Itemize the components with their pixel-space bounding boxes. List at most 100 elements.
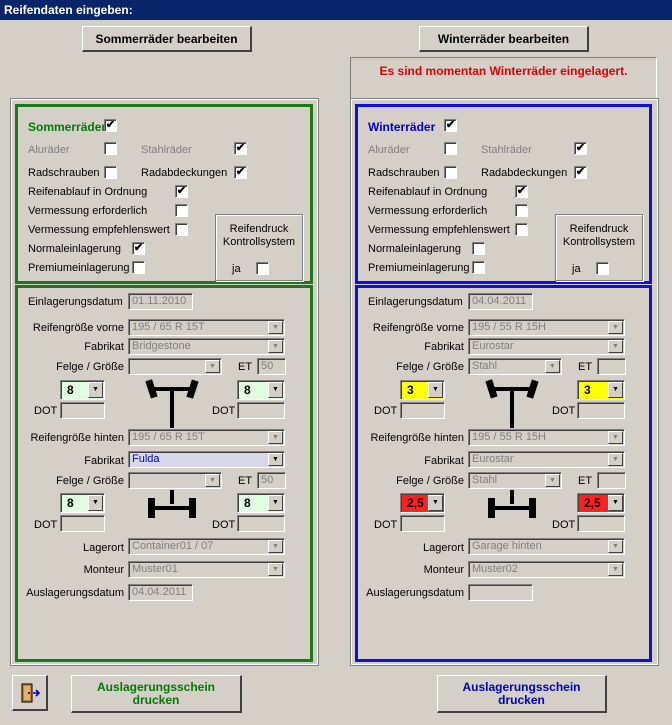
winter-groesse-vorne-select[interactable]: 195 / 55 R 15H▼ (468, 319, 625, 336)
summer-print-button[interactable]: Auslagerungsschein drucken (71, 675, 242, 713)
chevron-down-icon[interactable]: ▼ (268, 431, 283, 444)
summer-vermessung-erf-checkbox[interactable] (175, 204, 188, 217)
winter-radschrauben-checkbox[interactable] (444, 166, 457, 179)
summer-dot-rr-field[interactable] (237, 515, 285, 532)
chevron-down-icon[interactable]: ▼ (608, 340, 623, 353)
winter-dot-rr-field[interactable] (577, 515, 625, 532)
winter-alu-checkbox[interactable] (444, 142, 457, 155)
winter-normal-checkbox[interactable] (472, 242, 485, 255)
chevron-down-icon[interactable]: ▼ (608, 321, 623, 334)
winter-ablauf-checkbox[interactable]: ✔ (515, 185, 528, 198)
summer-tire-fr[interactable]: 8▼ (237, 380, 285, 400)
winter-dot-fl-field[interactable] (400, 402, 445, 419)
summer-groesse-vorne-select[interactable]: 195 / 65 R 15T▼ (128, 319, 285, 336)
winter-et-hinten-field[interactable] (597, 472, 626, 489)
summer-dot-fl-field[interactable] (60, 402, 105, 419)
summer-felge-hinten-select[interactable]: ▼ (128, 472, 222, 489)
chevron-down-icon[interactable]: ▼ (608, 382, 623, 398)
winter-premium-checkbox[interactable] (472, 261, 485, 274)
summer-fabrikat-hinten-select[interactable]: Fulda▼ (128, 451, 285, 468)
summer-dot-fr-field[interactable] (237, 402, 285, 419)
winter-felge-vorne-select[interactable]: Stahl▼ (468, 358, 562, 375)
winter-fabrikat-hinten-select[interactable]: Eurostar▼ (468, 451, 625, 468)
summer-rdks-checkbox[interactable] (256, 262, 269, 275)
chevron-down-icon[interactable]: ▼ (268, 321, 283, 334)
chevron-down-icon[interactable]: ▼ (268, 340, 283, 353)
winter-dot-rl-field[interactable] (400, 515, 445, 532)
chevron-down-icon[interactable]: ▼ (268, 453, 283, 466)
summer-monteur-select[interactable]: Muster01▼ (128, 561, 285, 578)
winter-tire-fl[interactable]: 3▼ (400, 380, 445, 400)
winter-dot-fr-field[interactable] (577, 402, 625, 419)
winter-monteur-select[interactable]: Muster02▼ (468, 561, 625, 578)
summer-normal-checkbox[interactable]: ✔ (132, 242, 145, 255)
summer-radschrauben-label: Radschrauben (28, 167, 100, 179)
summer-radschrauben-checkbox[interactable] (104, 166, 117, 179)
summer-vermessung-emp-label: Vermessung empfehlenswert (28, 224, 170, 236)
winter-auslagerung-field[interactable] (468, 584, 533, 601)
summer-et-hinten-field[interactable]: 50 (257, 472, 286, 489)
winter-radabdeckungen-checkbox[interactable]: ✔ (574, 166, 587, 179)
summer-fabrikat-vorne-select[interactable]: Bridgestone▼ (128, 338, 285, 355)
winter-edit-button[interactable]: Winterräder bearbeiten (419, 26, 589, 52)
winter-vermessung-emp-checkbox[interactable] (515, 223, 528, 236)
winter-tire-rr[interactable]: 2,5▼ (577, 493, 625, 513)
summer-header-checkbox[interactable]: ✔ (104, 119, 117, 132)
summer-radabdeckungen-checkbox[interactable]: ✔ (234, 166, 247, 179)
chevron-down-icon[interactable]: ▼ (205, 360, 220, 373)
chevron-down-icon[interactable]: ▼ (88, 382, 103, 398)
chevron-down-icon[interactable]: ▼ (268, 563, 283, 576)
chevron-down-icon[interactable]: ▼ (545, 474, 560, 487)
summer-felge-vorne-select[interactable]: ▼ (128, 358, 222, 375)
axle-icon (148, 490, 196, 518)
winter-vermessung-erf-checkbox[interactable] (515, 204, 528, 217)
winter-einlagerung-field[interactable]: 04.04.2011 (468, 293, 533, 310)
chevron-down-icon[interactable]: ▼ (608, 453, 623, 466)
summer-alu-checkbox[interactable] (104, 142, 117, 155)
chevron-down-icon[interactable]: ▼ (205, 474, 220, 487)
summer-edit-button[interactable]: Sommerräder bearbeiten (82, 26, 252, 52)
winter-fabrikat-vorne-select[interactable]: Eurostar▼ (468, 338, 625, 355)
summer-premium-checkbox[interactable] (132, 261, 145, 274)
winter-et-vorne-field[interactable] (597, 358, 626, 375)
chevron-down-icon[interactable]: ▼ (268, 495, 283, 511)
winter-rdks-checkbox[interactable] (596, 262, 609, 275)
winter-felge-hinten-label: Felge / Größe (396, 475, 464, 487)
chevron-down-icon[interactable]: ▼ (545, 360, 560, 373)
winter-header-checkbox[interactable]: ✔ (444, 119, 457, 132)
summer-et-vorne-field[interactable]: 50 (257, 358, 286, 375)
chevron-down-icon[interactable]: ▼ (428, 495, 443, 511)
summer-tire-rr[interactable]: 8▼ (237, 493, 285, 513)
summer-auslagerung-field[interactable]: 04.04.2011 (128, 584, 193, 601)
winter-print-button[interactable]: Auslagerungsschein drucken (437, 675, 607, 713)
summer-einlagerung-field[interactable]: 01.11.2010 (128, 293, 193, 310)
chevron-down-icon[interactable]: ▼ (268, 382, 283, 398)
winter-tire-fr[interactable]: 3▼ (577, 380, 625, 400)
summer-dot-rl-field[interactable] (60, 515, 105, 532)
winter-dot-rl-label: DOT (374, 519, 398, 531)
chevron-down-icon[interactable]: ▼ (268, 540, 283, 553)
chevron-down-icon[interactable]: ▼ (608, 540, 623, 553)
exit-button[interactable] (12, 675, 48, 711)
winter-groesse-hinten-select[interactable]: 195 / 55 R 15H▼ (468, 429, 625, 446)
summer-ablauf-checkbox[interactable]: ✔ (175, 185, 188, 198)
winter-felge-hinten-select[interactable]: Stahl▼ (468, 472, 562, 489)
summer-lagerort-select[interactable]: Container01 / 07▼ (128, 538, 285, 555)
winter-lagerort-select[interactable]: Garage hinten▼ (468, 538, 625, 555)
chevron-down-icon[interactable]: ▼ (608, 431, 623, 444)
winter-ablauf-label: Reifenablauf in Ordnung (368, 186, 488, 198)
chevron-down-icon[interactable]: ▼ (608, 495, 623, 511)
summer-stahl-checkbox[interactable]: ✔ (234, 142, 247, 155)
chevron-down-icon[interactable]: ▼ (88, 495, 103, 511)
summer-tire-fl[interactable]: 8▼ (60, 380, 105, 400)
winter-fabrikat-hinten-label: Fabrikat (424, 455, 464, 467)
winter-stahl-checkbox[interactable]: ✔ (574, 142, 587, 155)
summer-vermessung-emp-checkbox[interactable] (175, 223, 188, 236)
summer-groesse-hinten-select[interactable]: 195 / 65 R 15T▼ (128, 429, 285, 446)
summer-alu-label: Aluräder (28, 144, 70, 156)
winter-dot-fr-label: DOT (552, 405, 576, 417)
winter-tire-rl[interactable]: 2,5▼ (400, 493, 445, 513)
chevron-down-icon[interactable]: ▼ (608, 563, 623, 576)
chevron-down-icon[interactable]: ▼ (428, 382, 443, 398)
summer-tire-rl[interactable]: 8▼ (60, 493, 105, 513)
